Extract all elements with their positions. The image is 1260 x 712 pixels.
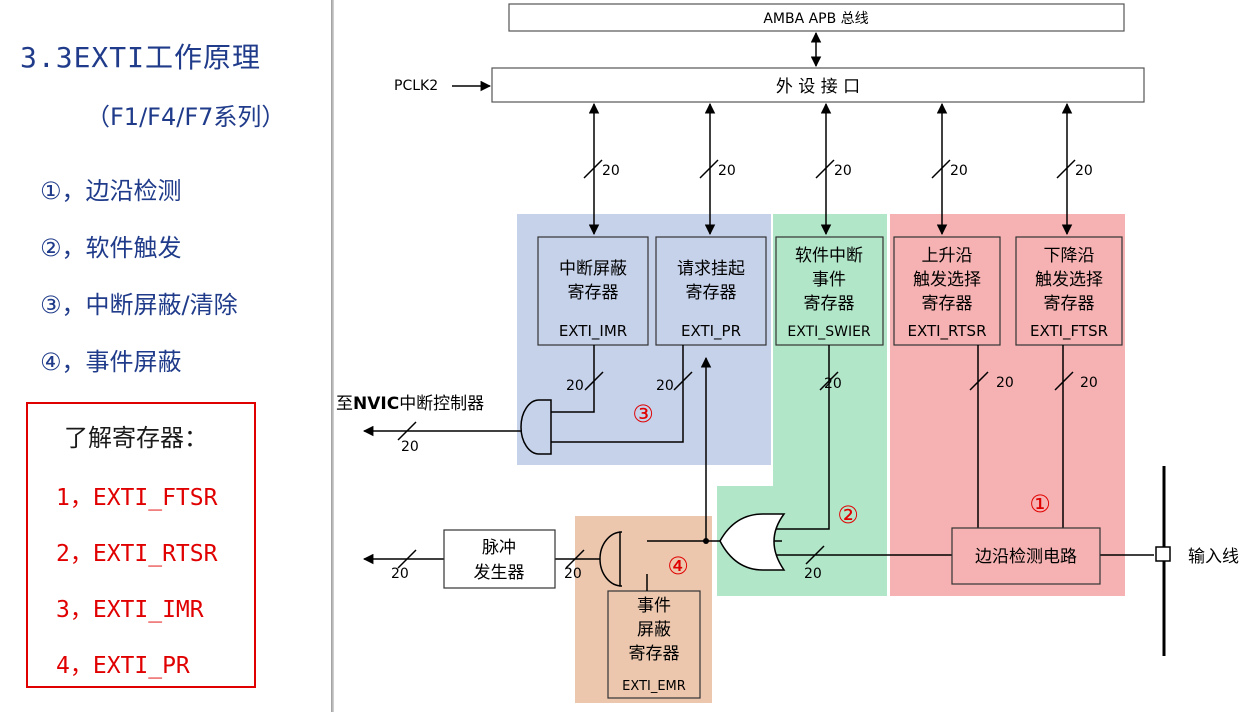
- svg-text:事件: 事件: [812, 270, 846, 290]
- svg-text:寄存器: 寄存器: [568, 283, 619, 303]
- amba-bus-label: AMBA APB 总线: [763, 11, 868, 27]
- svg-text:20: 20: [391, 566, 409, 582]
- point-software-trigger: ②，软件触发: [40, 234, 182, 262]
- svg-text:20: 20: [834, 163, 852, 179]
- signal-wires: [362, 345, 1154, 591]
- svg-text:屏蔽: 屏蔽: [637, 620, 671, 640]
- step-markers: ① ② ③ ④: [632, 400, 1051, 580]
- svg-text:20: 20: [1075, 163, 1093, 179]
- left-panel: 3.3EXTI工作原理 （F1/F4/F7系列） ①，边沿检测 ②，软件触发 ③…: [0, 0, 328, 712]
- svg-text:寄存器: 寄存器: [804, 294, 855, 314]
- svg-text:发生器: 发生器: [474, 563, 525, 583]
- svg-text:EXTI_IMR: EXTI_IMR: [559, 322, 627, 341]
- swier-register: 软件中断 事件 寄存器 EXTI_SWIER: [775, 236, 884, 346]
- svg-text:20: 20: [1080, 375, 1098, 391]
- register-list-box: 了解寄存器： 1，EXTI_FTSR 2，EXTI_RTSR 3，EXTI_IM…: [26, 402, 256, 688]
- svg-text:20: 20: [824, 376, 842, 392]
- svg-text:EXTI_FTSR: EXTI_FTSR: [1030, 322, 1108, 341]
- panel-divider: [331, 0, 334, 712]
- interrupt-and-gate: [520, 399, 552, 455]
- pclk2-label: PCLK2: [394, 78, 438, 94]
- svg-text:寄存器: 寄存器: [922, 294, 973, 314]
- bus-width-labels: 20 20 20 20 20: [602, 163, 1093, 179]
- emr-register: 事件 屏蔽 寄存器 EXTI_EMR: [607, 590, 701, 699]
- svg-text:EXTI_PR: EXTI_PR: [681, 322, 741, 341]
- register-list-item: 4，EXTI_PR: [56, 653, 190, 679]
- svg-text:下降沿: 下降沿: [1044, 246, 1095, 266]
- svg-text:EXTI_SWIER: EXTI_SWIER: [787, 324, 871, 340]
- pr-register: 请求挂起 寄存器 EXTI_PR: [655, 236, 767, 346]
- svg-text:触发选择: 触发选择: [913, 270, 981, 290]
- marker-four: ④: [667, 552, 689, 580]
- point-event-mask: ④，事件屏蔽: [40, 348, 182, 376]
- svg-text:事件: 事件: [637, 596, 671, 616]
- register-list-heading: 了解寄存器：: [64, 424, 208, 452]
- rtsr-register: 上升沿 触发选择 寄存器 EXTI_RTSR: [893, 236, 1001, 346]
- svg-text:中断屏蔽: 中断屏蔽: [559, 259, 627, 279]
- ftsr-register: 下降沿 触发选择 寄存器 EXTI_FTSR: [1015, 236, 1123, 346]
- register-list-item: 2，EXTI_RTSR: [56, 541, 218, 567]
- input-line-label: 输入线: [1188, 547, 1239, 567]
- svg-text:寄存器: 寄存器: [629, 644, 680, 664]
- svg-text:20: 20: [401, 439, 419, 455]
- edge-detect-circuit: 边沿检测电路: [951, 527, 1101, 585]
- svg-text:20: 20: [656, 378, 674, 394]
- input-pin: [1155, 546, 1171, 562]
- interface-register-buses: [583, 102, 1076, 236]
- svg-text:20: 20: [602, 163, 620, 179]
- svg-text:边沿检测电路: 边沿检测电路: [975, 547, 1077, 567]
- wire-width-labels: 20 20 20 20 20 20 20 20 20: [391, 375, 1098, 582]
- marker-one: ①: [1029, 490, 1051, 518]
- exti-block-diagram: AMBA APB 总线 外 设 接 口 PCLK2 20 20 20 20 20…: [336, 3, 1239, 703]
- svg-text:20: 20: [718, 163, 736, 179]
- svg-text:寄存器: 寄存器: [686, 283, 737, 303]
- peripheral-interface-label: 外 设 接 口: [776, 77, 860, 97]
- imr-register: 中断屏蔽 寄存器 EXTI_IMR: [537, 236, 649, 346]
- svg-text:20: 20: [566, 378, 584, 394]
- register-list-item: 1，EXTI_FTSR: [56, 485, 218, 511]
- slide-subtitle: （F1/F4/F7系列）: [86, 103, 286, 131]
- svg-text:寄存器: 寄存器: [1044, 294, 1095, 314]
- trigger-or-gate: [719, 513, 786, 571]
- svg-text:20: 20: [950, 163, 968, 179]
- svg-text:请求挂起: 请求挂起: [677, 259, 745, 279]
- svg-text:20: 20: [564, 566, 582, 582]
- svg-text:软件中断: 软件中断: [795, 246, 863, 266]
- peripheral-interface: [491, 67, 1145, 103]
- svg-text:脉冲: 脉冲: [482, 538, 516, 558]
- svg-text:EXTI_EMR: EXTI_EMR: [622, 679, 686, 694]
- junction-dot: [703, 538, 709, 544]
- slide-title: 3.3EXTI工作原理: [20, 41, 262, 74]
- pulse-generator: 脉冲 发生器: [443, 529, 556, 589]
- svg-text:EXTI_RTSR: EXTI_RTSR: [907, 322, 986, 341]
- marker-three: ③: [632, 400, 654, 428]
- svg-text:上升沿: 上升沿: [922, 246, 973, 266]
- nvic-label: 至NVIC中断控制器: [336, 394, 484, 414]
- amba-apb-bus: [508, 3, 1125, 32]
- register-list-item: 3，EXTI_IMR: [56, 597, 204, 623]
- svg-text:触发选择: 触发选择: [1035, 270, 1103, 290]
- marker-two: ②: [837, 501, 859, 529]
- svg-text:20: 20: [804, 566, 822, 582]
- event-and-gate: [599, 531, 623, 587]
- svg-text:20: 20: [996, 375, 1014, 391]
- point-interrupt-mask: ③，中断屏蔽/清除: [40, 291, 238, 319]
- point-edge-detect: ①，边沿检测: [40, 177, 182, 205]
